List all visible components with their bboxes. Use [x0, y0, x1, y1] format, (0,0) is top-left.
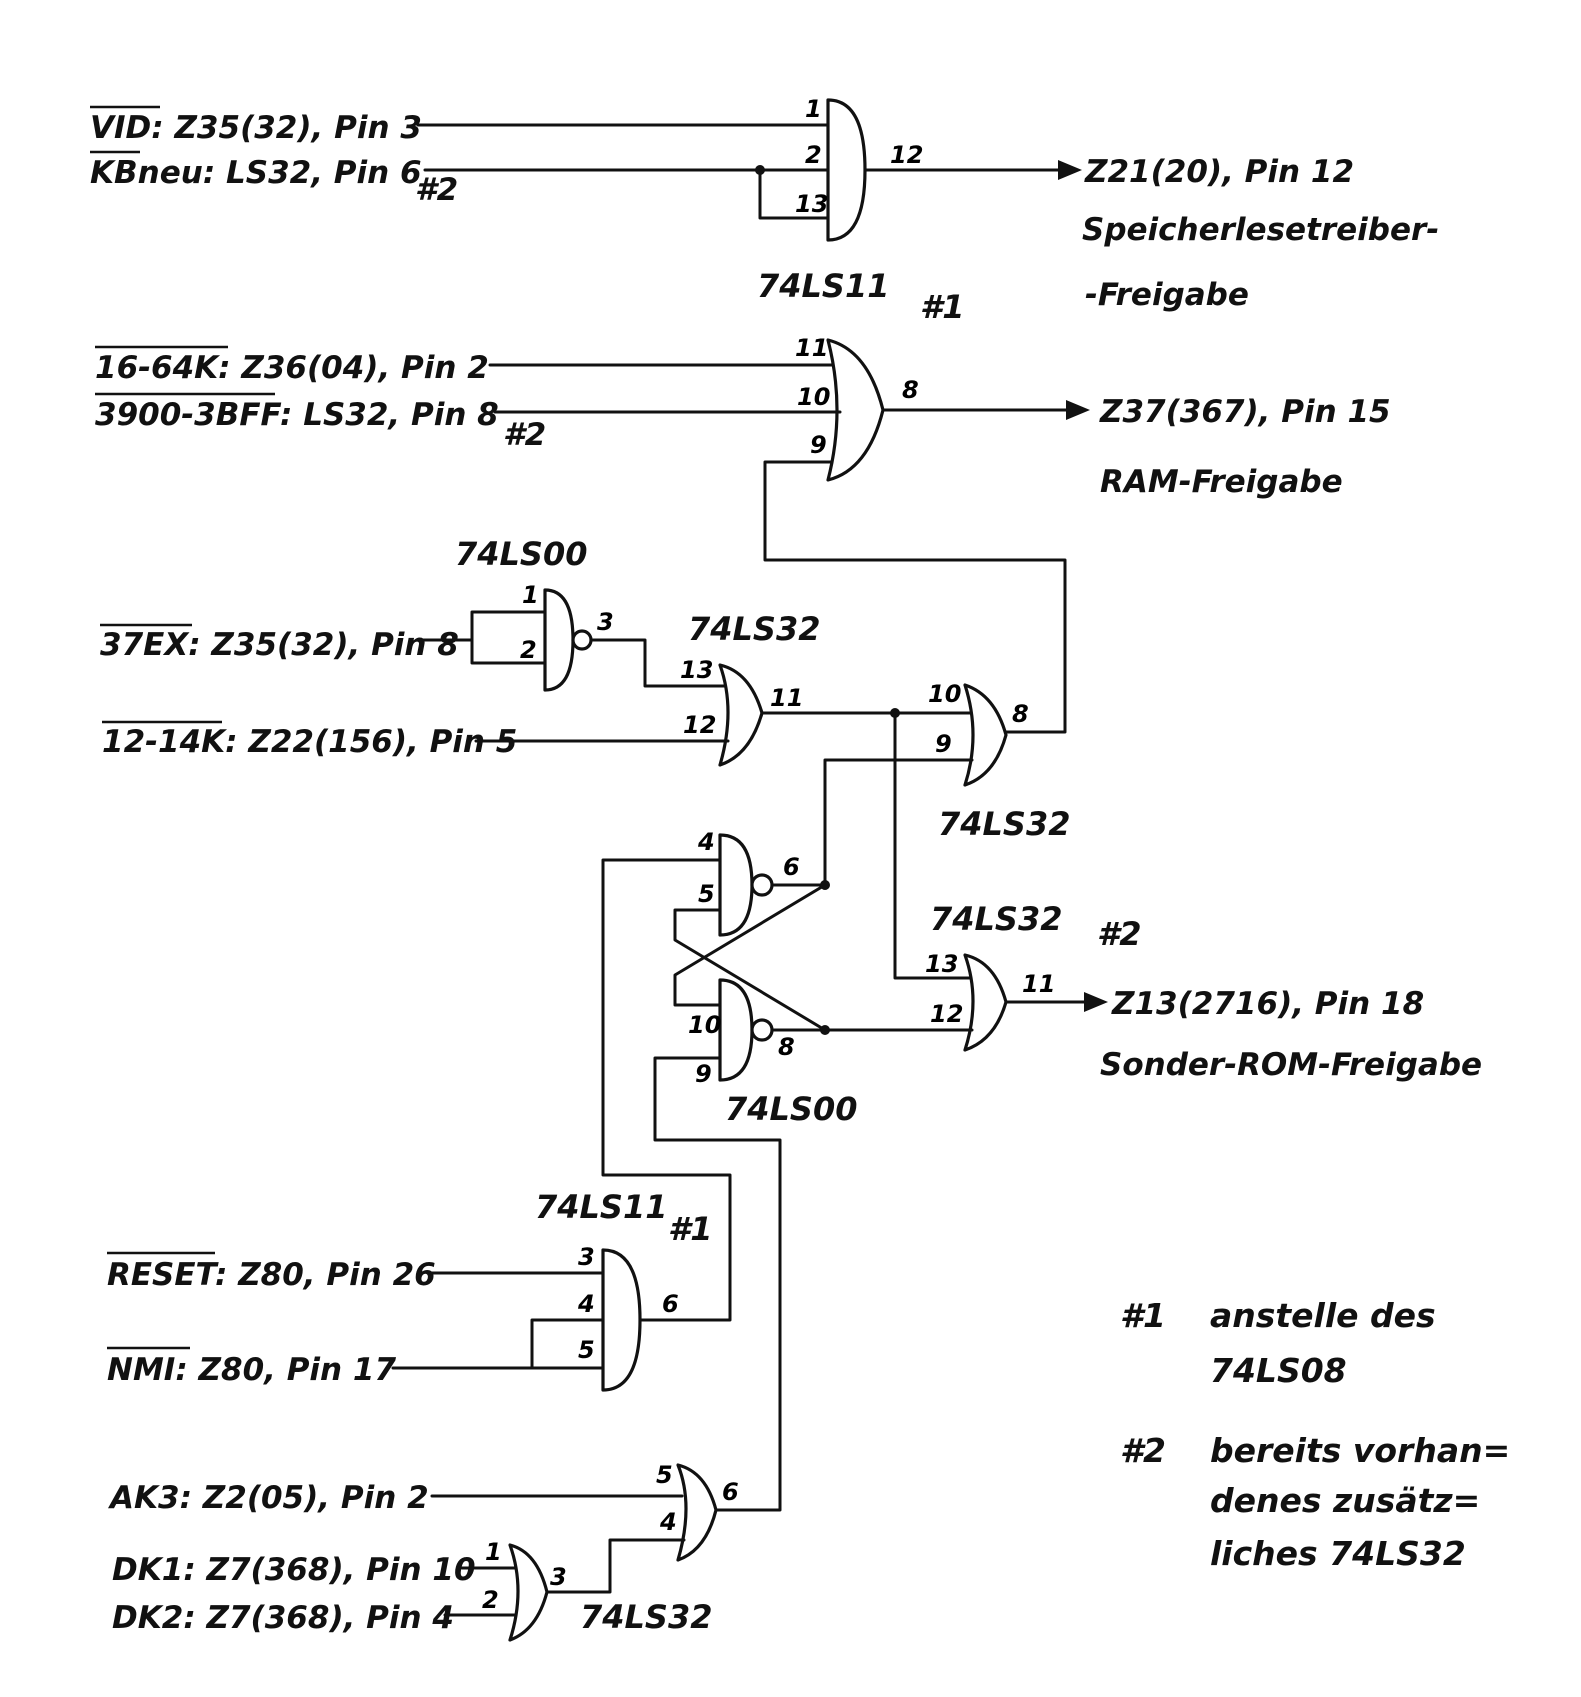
pin-label: 5 — [656, 1461, 673, 1489]
junction-dot — [820, 1025, 830, 1035]
or-gate-right — [963, 683, 1008, 787]
pin-label: 9 — [935, 730, 952, 758]
or-gate-rom — [963, 953, 1008, 1052]
pin-label: 4 — [659, 1508, 677, 1536]
note-2-text-1: bereits vorhan= — [1210, 1431, 1510, 1470]
pin-label: 11 — [795, 334, 828, 362]
pin-label: 9 — [810, 431, 827, 459]
nand-bubble-latch-bottom — [750, 1018, 774, 1042]
pin-label: 13 — [680, 656, 713, 684]
pin-label: 1 — [485, 1538, 502, 1566]
chip-tag-and-top: #1 — [920, 288, 965, 326]
junction-dot — [755, 165, 765, 175]
pin-label: 1 — [522, 581, 539, 609]
pin-label: 8 — [902, 376, 919, 404]
arrow-z21 — [1058, 160, 1082, 180]
chip-label-or-mid: 74LS32 — [688, 610, 821, 648]
output-z21-desc2: -Freigabe — [1085, 277, 1249, 313]
chip-tag-or-rom: #2 — [1097, 915, 1142, 953]
nand-bubble-37ex — [571, 629, 593, 651]
chip-label-or-rom: 74LS32 — [930, 900, 1063, 938]
signal-37ex: 37EX: Z35(32), Pin 8 — [100, 627, 459, 663]
pin-label: 2 — [482, 1586, 499, 1614]
pin-label: 13 — [795, 190, 828, 218]
pin-label: 2 — [805, 141, 822, 169]
pin-label: 3 — [578, 1243, 595, 1271]
output-z13: Z13(2716), Pin 18 — [1111, 986, 1424, 1022]
pin-label: 1 — [805, 95, 822, 123]
overbars — [90, 105, 275, 1350]
note-1-text-1: anstelle des — [1210, 1296, 1436, 1335]
pin-label: 12 — [890, 141, 923, 169]
pin-label: 9 — [695, 1060, 712, 1088]
pin-label: 4 — [697, 828, 715, 856]
pin-label: 2 — [520, 636, 537, 664]
note-2-text-2: denes zusätz= — [1210, 1481, 1480, 1520]
signal-reset: RESET: Z80, Pin 26 — [107, 1257, 436, 1293]
chip-label-or-bottom: 74LS32 — [580, 1598, 713, 1636]
pin-label: 6 — [662, 1290, 679, 1318]
signal-ak3: AK3: Z2(05), Pin 2 — [107, 1480, 429, 1516]
pin-label: 4 — [577, 1290, 595, 1318]
chip-tag-and-reset: #1 — [668, 1210, 713, 1248]
or-gate-mid — [718, 663, 764, 767]
output-z37: Z37(367), Pin 15 — [1099, 394, 1391, 430]
and-gate-1 — [826, 98, 867, 242]
pin-label: 10 — [797, 383, 830, 411]
note-2-text-3: liches 74LS32 — [1210, 1534, 1466, 1573]
chip-label-and-top: 74LS11 — [757, 267, 890, 305]
nand-bubble-latch-top — [750, 873, 774, 897]
signal-3900: 3900-3BFF: LS32, Pin 8 — [95, 397, 499, 433]
or-gate-ram — [826, 338, 885, 482]
pin-label: 8 — [1012, 700, 1029, 728]
pin-label: 10 — [928, 680, 961, 708]
junction-dot — [820, 880, 830, 890]
signal-kb: KBneu: LS32, Pin 6 — [90, 155, 422, 191]
signal-16-64k: 16-64K: Z36(04), Pin 2 — [95, 350, 489, 386]
pin-label: 11 — [770, 684, 803, 712]
pin-label: 12 — [683, 711, 716, 739]
note-2-tag: #2 — [1120, 1431, 1166, 1470]
arrow-z37 — [1066, 400, 1090, 420]
nand-gate-37ex — [543, 588, 575, 692]
pin-label: 8 — [778, 1033, 795, 1061]
note-1-text-2: 74LS08 — [1210, 1351, 1347, 1390]
or-gate-dk — [508, 1543, 549, 1642]
signal-nmi: NMI: Z80, Pin 17 — [107, 1352, 396, 1388]
signal-dk2: DK2: Z7(368), Pin 4 — [112, 1600, 454, 1636]
signal-12-14k: 12-14K: Z22(156), Pin 5 — [102, 724, 517, 760]
pin-label: 6 — [722, 1478, 739, 1506]
chip-label-or-right: 74LS32 — [938, 805, 1071, 843]
pin-label: 10 — [688, 1011, 721, 1039]
signal-vid: VID: Z35(32), Pin 3 — [90, 110, 422, 146]
pin-numbers: 1 2 13 12 11 10 9 8 1 2 3 13 12 11 10 9 … — [482, 95, 1055, 1614]
tag-kb: #2 — [415, 172, 458, 208]
or-gate-bottom — [676, 1463, 718, 1562]
tag-3900: #2 — [503, 417, 546, 453]
output-z37-desc: RAM-Freigabe — [1100, 464, 1343, 500]
arrow-z13 — [1084, 992, 1108, 1012]
output-z13-desc: Sonder-ROM-Freigabe — [1100, 1047, 1482, 1083]
junction-dot — [890, 708, 900, 718]
pin-label: 3 — [550, 1563, 567, 1591]
signal-dk1: DK1: Z7(368), Pin 10 — [112, 1552, 476, 1588]
note-1-tag: #1 — [1120, 1296, 1166, 1335]
nand-gate-latch-bottom — [718, 978, 754, 1082]
pin-label: 6 — [783, 853, 800, 881]
chip-label-and-reset: 74LS11 — [535, 1188, 668, 1226]
pin-label: 5 — [698, 880, 715, 908]
pin-label: 11 — [1022, 970, 1055, 998]
output-z21-desc1: Speicherlesetreiber- — [1082, 212, 1439, 248]
chip-label-nand-latch: 74LS00 — [725, 1090, 858, 1128]
chip-label-nand-37ex: 74LS00 — [455, 535, 588, 573]
pin-label: 5 — [578, 1336, 595, 1364]
pin-label: 12 — [930, 1000, 963, 1028]
output-z21: Z21(20), Pin 12 — [1084, 154, 1354, 190]
pin-label: 13 — [925, 950, 958, 978]
nand-gate-latch-top — [718, 833, 754, 937]
pin-label: 3 — [597, 608, 614, 636]
and-gate-reset — [601, 1248, 642, 1392]
